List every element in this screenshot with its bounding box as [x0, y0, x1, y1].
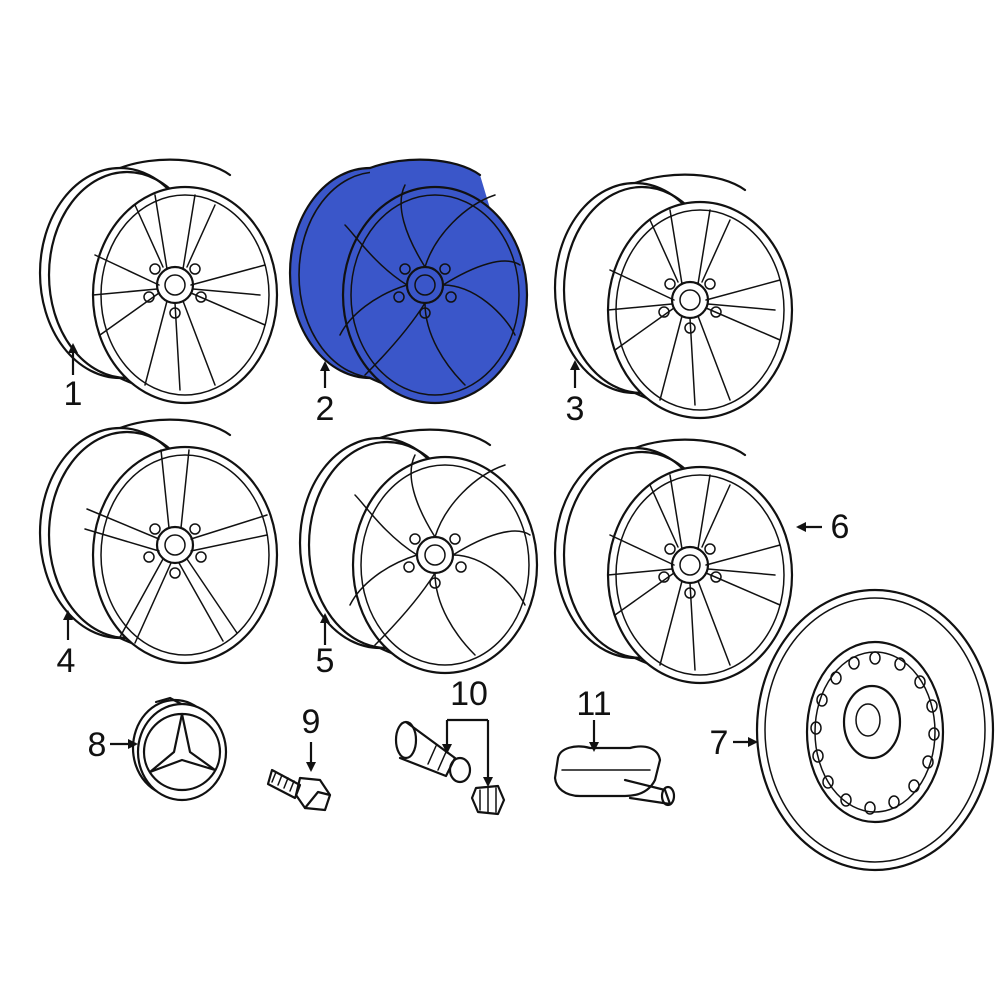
tpms-sensor-11 [553, 745, 676, 807]
callout-7: 7 [710, 724, 729, 762]
wheel-1 [38, 158, 279, 405]
callout-10: 10 [450, 675, 488, 713]
callout-9: 9 [302, 703, 321, 741]
wheel-4 [38, 418, 279, 665]
lug-bolt-9 [266, 768, 332, 812]
wheel-5 [298, 428, 539, 675]
leader-arrows [63, 343, 822, 787]
callout-3: 3 [566, 390, 585, 428]
callout-1: 1 [64, 375, 83, 413]
wheel-6 [553, 438, 794, 685]
center-cap-8 [131, 696, 228, 802]
valve-stem-10 [394, 720, 506, 816]
callout-labels: 1 2 3 4 5 6 7 8 9 10 11 [57, 375, 850, 764]
wheel-2-highlighted [288, 158, 529, 405]
callout-8: 8 [88, 726, 107, 764]
callout-2: 2 [316, 390, 335, 428]
callout-6: 6 [831, 508, 850, 546]
spare-wheel-7 [755, 588, 995, 872]
callout-4: 4 [57, 642, 76, 680]
wheel-3 [553, 173, 794, 420]
callout-5: 5 [316, 642, 335, 680]
callout-11: 11 [576, 685, 611, 723]
